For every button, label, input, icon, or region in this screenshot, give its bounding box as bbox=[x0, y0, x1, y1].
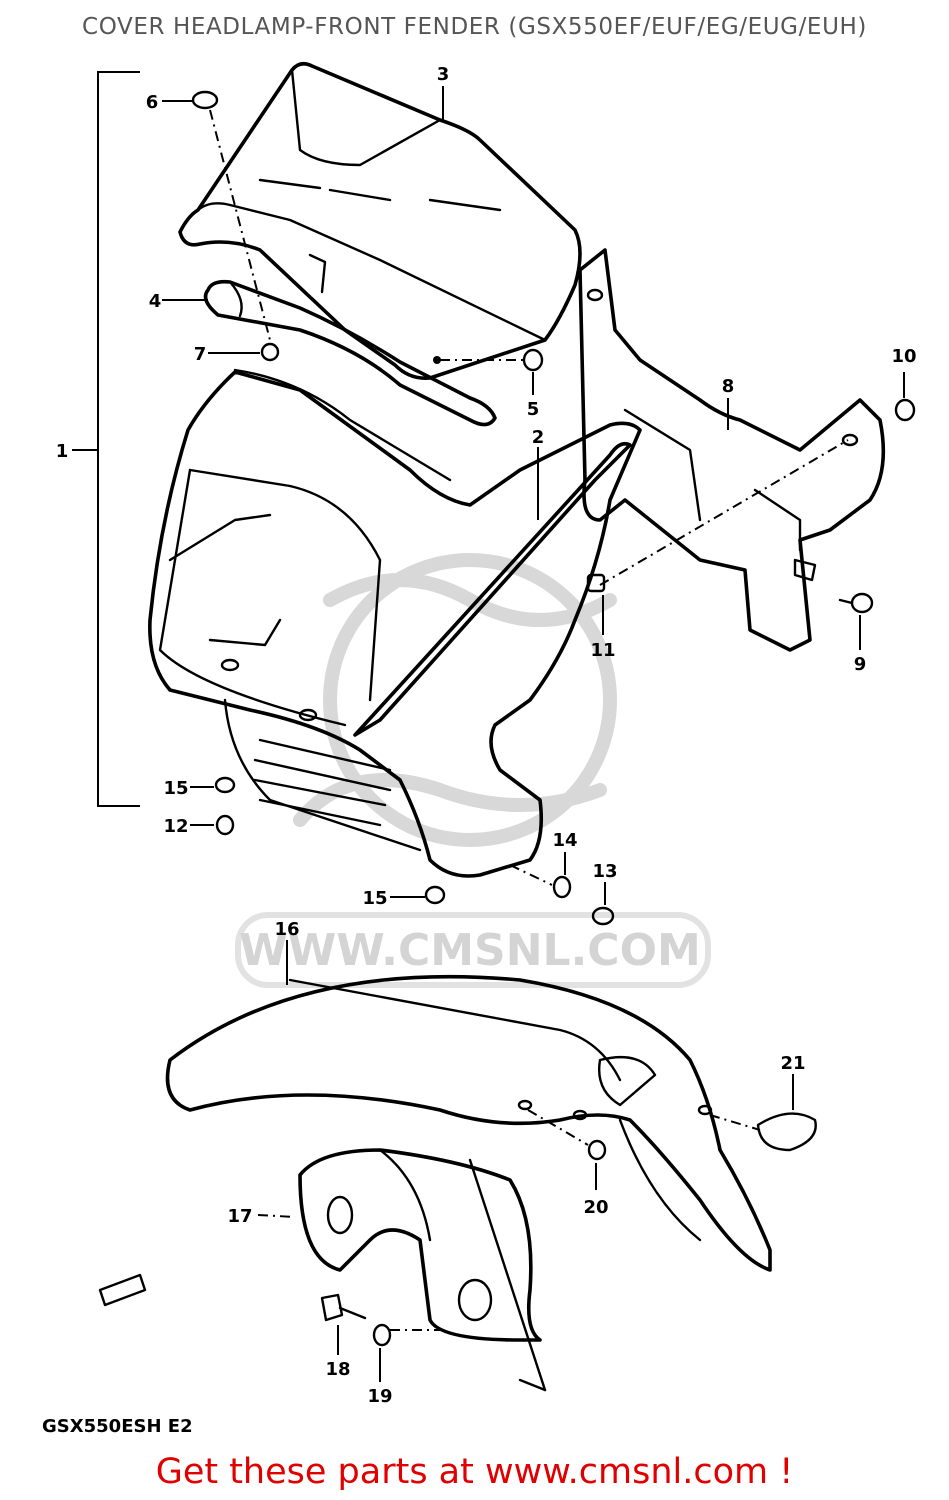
diagram-title: COVER HEADLAMP-FRONT FENDER (GSX550EF/EU… bbox=[82, 14, 867, 40]
part-numbers: 1 2 3 4 5 6 7 8 9 10 11 12 13 14 15 15 1… bbox=[56, 64, 917, 1407]
label-part-18: 18 bbox=[325, 1359, 350, 1380]
label-part-11: 11 bbox=[590, 640, 615, 661]
label-part-7: 7 bbox=[194, 344, 207, 365]
assembly-bracket bbox=[97, 71, 140, 807]
label-part-4: 4 bbox=[149, 291, 162, 312]
label-part-21: 21 bbox=[780, 1053, 805, 1074]
label-part-19: 19 bbox=[367, 1386, 392, 1407]
model-code: GSX550ESH E2 bbox=[42, 1416, 193, 1437]
label-part-8: 8 bbox=[722, 376, 735, 397]
label-part-17: 17 bbox=[227, 1206, 252, 1227]
label-part-15b: 15 bbox=[362, 888, 387, 909]
label-part-14: 14 bbox=[552, 830, 577, 851]
leader-lines bbox=[162, 86, 905, 1382]
footer-link[interactable]: Get these parts at www.cmsnl.com ! bbox=[155, 1452, 794, 1492]
label-part-6: 6 bbox=[146, 92, 159, 113]
label-part-5: 5 bbox=[527, 399, 540, 420]
label-part-13: 13 bbox=[592, 861, 617, 882]
label-part-12: 12 bbox=[163, 816, 188, 837]
visor-part bbox=[178, 61, 582, 381]
watermark-text: WWW.CMSNL.COM bbox=[239, 925, 701, 976]
fender-brace bbox=[298, 1148, 547, 1392]
hardware bbox=[98, 90, 916, 1347]
label-part-1: 1 bbox=[56, 441, 69, 462]
front-fender bbox=[165, 974, 772, 1272]
watermark: WWW.CMSNL.COM bbox=[235, 553, 711, 988]
rail-part bbox=[203, 279, 497, 427]
label-part-16: 16 bbox=[274, 919, 299, 940]
bracket-part bbox=[578, 248, 886, 652]
label-part-10: 10 bbox=[891, 346, 916, 367]
label-part-2: 2 bbox=[532, 427, 545, 448]
label-part-20: 20 bbox=[583, 1197, 608, 1218]
label-part-15a: 15 bbox=[163, 778, 188, 799]
label-part-3: 3 bbox=[437, 64, 450, 85]
cowl-body bbox=[148, 368, 642, 878]
label-part-9: 9 bbox=[854, 654, 867, 675]
